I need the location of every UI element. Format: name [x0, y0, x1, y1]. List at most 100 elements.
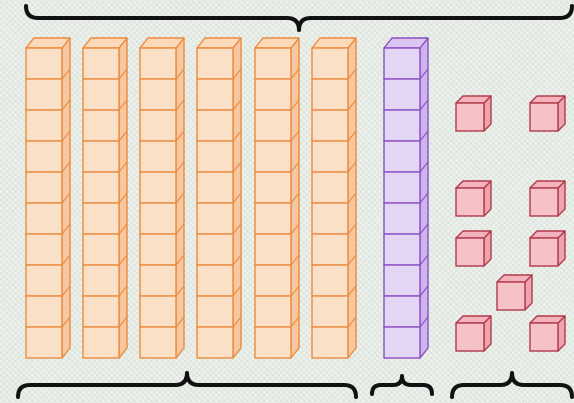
unit-cube-front [456, 188, 484, 216]
ten-rod [26, 38, 70, 358]
rod-cube-face [197, 141, 233, 172]
rods-layer [26, 38, 428, 358]
rod-cube-face [83, 172, 119, 203]
unit-cube-front [456, 103, 484, 131]
rod-cube-face [255, 48, 291, 79]
unit-cube-front [497, 282, 525, 310]
rod-cube-face [312, 110, 348, 141]
rod-cube-face [83, 296, 119, 327]
unit-cube-top [530, 96, 565, 103]
rod-cube-face [312, 172, 348, 203]
rod-cube-face [255, 265, 291, 296]
bottom-brace-ones [452, 373, 572, 397]
rod-cube-face [197, 265, 233, 296]
top-brace [26, 6, 572, 30]
rod-cube-face [140, 48, 176, 79]
rod-cube-face [384, 48, 420, 79]
ten-rod [83, 38, 127, 358]
rod-cube-face [197, 110, 233, 141]
unit-cube-top [456, 96, 491, 103]
rod-cube-face [140, 327, 176, 358]
rod-cube-face [26, 234, 62, 265]
unit-cube-top [456, 316, 491, 323]
rod-cube-face [312, 48, 348, 79]
rod-cube-face [384, 110, 420, 141]
rod-top-face [26, 38, 70, 48]
rod-cube-face [26, 327, 62, 358]
rod-cube-face [197, 203, 233, 234]
unit-cube-front [530, 188, 558, 216]
rod-cube-face [384, 141, 420, 172]
rod-top-face [255, 38, 299, 48]
rod-cube-face [384, 265, 420, 296]
rod-cube-face [197, 327, 233, 358]
rod-cube-face [312, 234, 348, 265]
rod-cube-face [384, 296, 420, 327]
rod-cube-face [312, 327, 348, 358]
unit-cube-top [530, 231, 565, 238]
unit-cube [530, 316, 565, 351]
rod-cube-face [140, 296, 176, 327]
unit-cube-front [456, 323, 484, 351]
rod-cube-face [140, 234, 176, 265]
rod-cube-face [83, 141, 119, 172]
unit-cube [530, 231, 565, 266]
rod-cube-face [26, 79, 62, 110]
rod-cube-face [255, 296, 291, 327]
rod-top-face [312, 38, 356, 48]
rod-cube-face [384, 79, 420, 110]
rod-cube-face [140, 110, 176, 141]
ten-rod [197, 38, 241, 358]
unit-cube-top [497, 275, 532, 282]
units-layer [456, 96, 565, 351]
rod-cube-face [26, 265, 62, 296]
rod-cube-face [312, 141, 348, 172]
unit-cube-top [530, 316, 565, 323]
rod-cube-face [83, 203, 119, 234]
unit-cube [530, 96, 565, 131]
rod-cube-face [83, 327, 119, 358]
rod-cube-face [26, 203, 62, 234]
unit-cube-front [530, 238, 558, 266]
rod-cube-face [83, 48, 119, 79]
unit-cube-top [530, 181, 565, 188]
rod-cube-face [140, 172, 176, 203]
unit-cube [497, 275, 532, 310]
rod-cube-face [197, 172, 233, 203]
rod-top-face [197, 38, 241, 48]
ten-rod-highlighted [384, 38, 428, 358]
rod-cube-face [140, 141, 176, 172]
unit-cube [456, 96, 491, 131]
rod-cube-face [26, 172, 62, 203]
rod-cube-face [312, 296, 348, 327]
top-brace-layer [26, 6, 572, 30]
rod-cube-face [255, 79, 291, 110]
rod-cube-face [255, 141, 291, 172]
unit-cube-front [530, 103, 558, 131]
ten-rod [140, 38, 184, 358]
rod-cube-face [83, 79, 119, 110]
unit-cube-front [456, 238, 484, 266]
rod-cube-face [140, 79, 176, 110]
rod-cube-face [312, 203, 348, 234]
bottom-brace-tens [18, 373, 356, 397]
rod-cube-face [255, 234, 291, 265]
rod-cube-face [255, 172, 291, 203]
rod-cube-face [384, 172, 420, 203]
rod-cube-face [26, 110, 62, 141]
rod-cube-face [26, 296, 62, 327]
rod-top-face [140, 38, 184, 48]
rod-cube-face [384, 234, 420, 265]
rod-cube-face [384, 327, 420, 358]
unit-cube-top [456, 181, 491, 188]
unit-cube [530, 181, 565, 216]
rod-cube-face [384, 203, 420, 234]
bottom-brace-layer [18, 373, 572, 397]
rod-cube-face [26, 141, 62, 172]
bottom-brace-extra-ten [372, 376, 432, 394]
rod-cube-face [140, 265, 176, 296]
rod-cube-face [197, 234, 233, 265]
unit-cube [456, 231, 491, 266]
rod-cube-face [197, 296, 233, 327]
